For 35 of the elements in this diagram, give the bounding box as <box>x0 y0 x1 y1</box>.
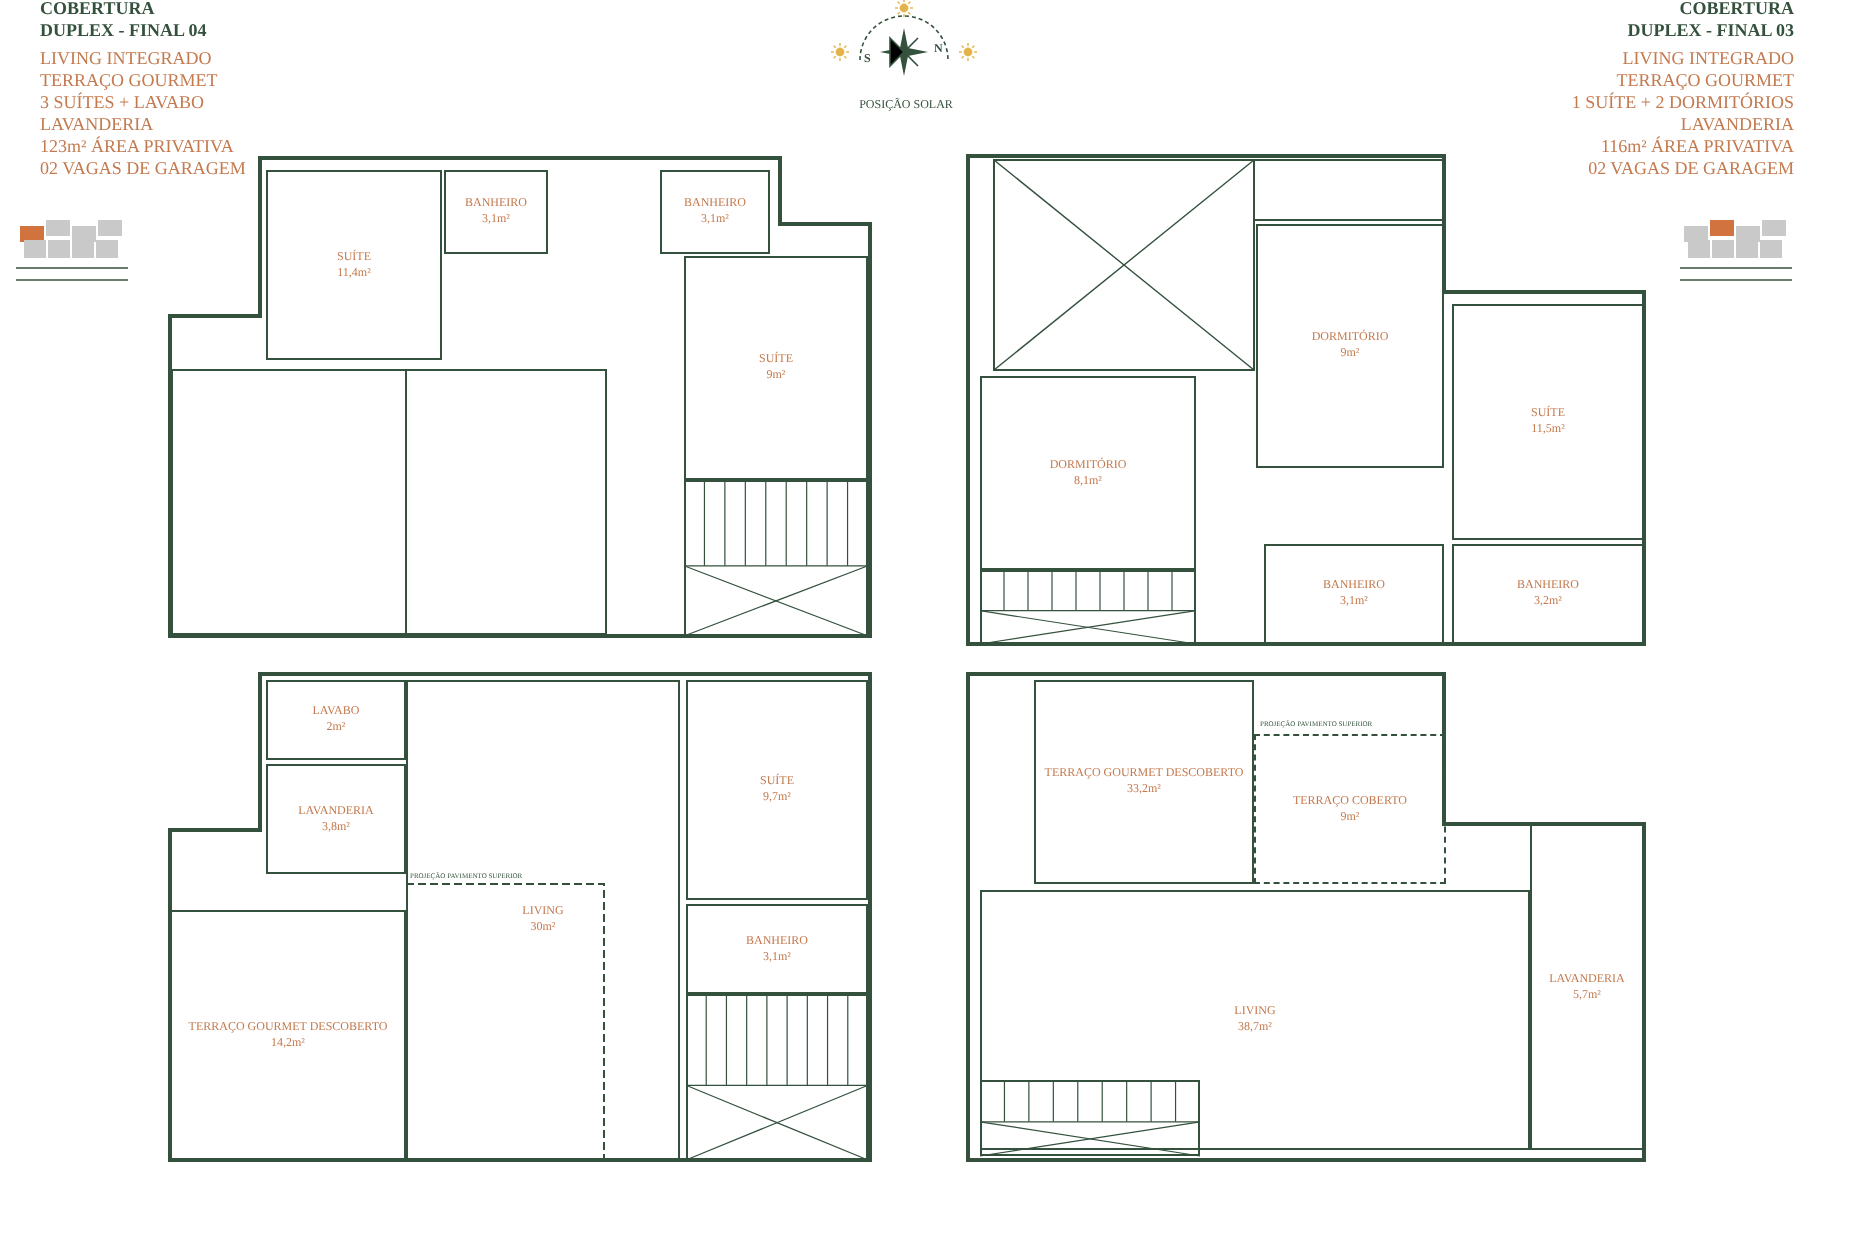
room <box>1452 544 1644 644</box>
header-text: TERRAÇO GOURMET <box>40 70 218 92</box>
room <box>686 680 868 900</box>
header-text: DUPLEX - FINAL 03 <box>1627 20 1794 42</box>
room <box>444 170 548 254</box>
room <box>1034 680 1254 884</box>
room <box>170 910 406 1160</box>
room <box>266 170 442 360</box>
room <box>684 256 868 480</box>
room <box>980 890 1530 1150</box>
room <box>686 904 868 994</box>
header-text: 123m² ÁREA PRIVATIVA <box>40 136 234 158</box>
room <box>660 170 770 254</box>
header-text: LIVING INTEGRADO <box>40 48 212 70</box>
header-text: LAVANDERIA <box>1680 114 1794 136</box>
header-text: 116m² ÁREA PRIVATIVA <box>1600 136 1794 158</box>
room <box>406 680 680 1160</box>
header-text: 02 VAGAS DE GARAGEM <box>1588 158 1794 180</box>
room <box>1264 544 1444 644</box>
header-text: TERRAÇO GOURMET <box>1616 70 1794 92</box>
header-text: LIVING INTEGRADO <box>1622 48 1794 70</box>
room <box>1256 224 1444 468</box>
header-text: DUPLEX - FINAL 04 <box>40 20 207 42</box>
room <box>266 680 406 760</box>
header-text: 3 SUÍTES + LAVABO <box>40 92 205 114</box>
room <box>1530 824 1644 1150</box>
room <box>266 764 406 874</box>
header-text: LAVANDERIA <box>40 114 154 136</box>
header-text: 1 SUÍTE + 2 DORMITÓRIOS <box>1571 92 1794 114</box>
header-text: COBERTURA <box>1679 0 1794 20</box>
header-text: 02 VAGAS DE GARAGEM <box>40 158 246 180</box>
room <box>1452 304 1644 540</box>
room <box>1254 734 1446 884</box>
room <box>980 376 1196 570</box>
header-text: COBERTURA <box>40 0 155 20</box>
